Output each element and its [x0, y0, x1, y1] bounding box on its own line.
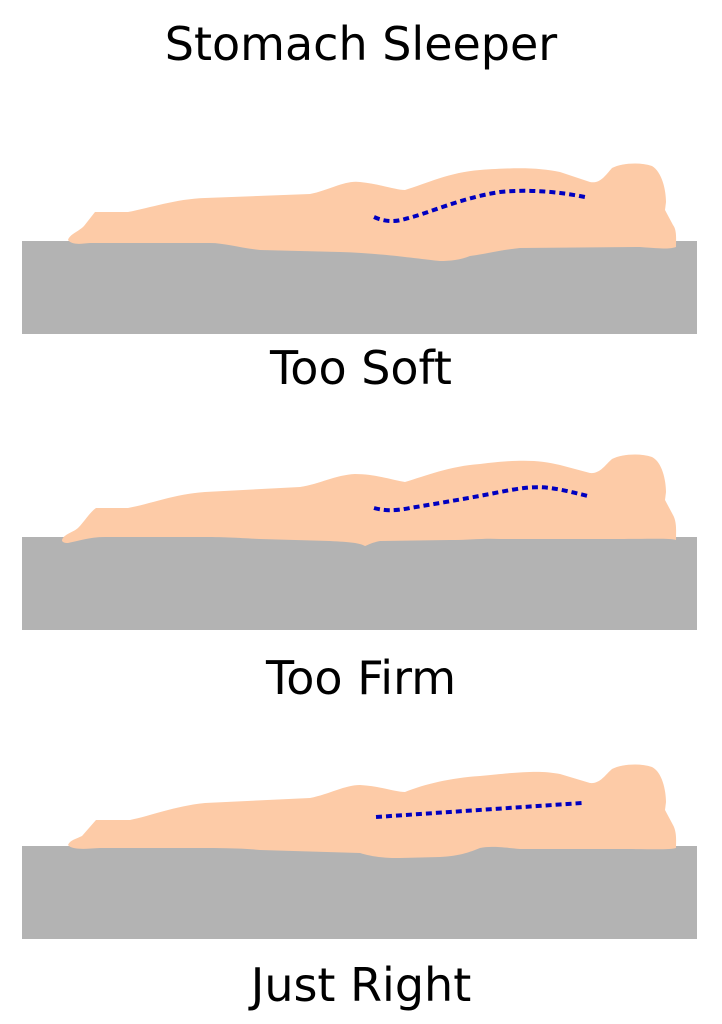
too-firm-illustration	[22, 454, 697, 630]
spine-dashed-line-icon	[373, 485, 589, 513]
mattress-icon	[22, 241, 697, 334]
body-silhouette-icon	[62, 454, 677, 546]
label-just-right: Just Right	[250, 958, 472, 1012]
label-too-firm: Too Firm	[266, 651, 456, 705]
too-soft-illustration	[22, 163, 697, 334]
body-silhouette-icon	[68, 163, 677, 261]
label-too-soft: Too Soft	[270, 341, 452, 395]
mattress-icon	[22, 846, 697, 939]
spine-dashed-line-icon	[373, 188, 586, 224]
just-right-illustration	[22, 764, 697, 939]
body-silhouette-icon	[68, 764, 677, 858]
panel-too-firm	[0, 440, 722, 640]
diagram-title: Stomach Sleeper	[164, 17, 558, 71]
panel-just-right	[0, 750, 722, 950]
panel-too-soft	[0, 150, 722, 350]
mattress-icon	[22, 537, 697, 630]
spine-dashed-line-icon	[375, 801, 583, 819]
